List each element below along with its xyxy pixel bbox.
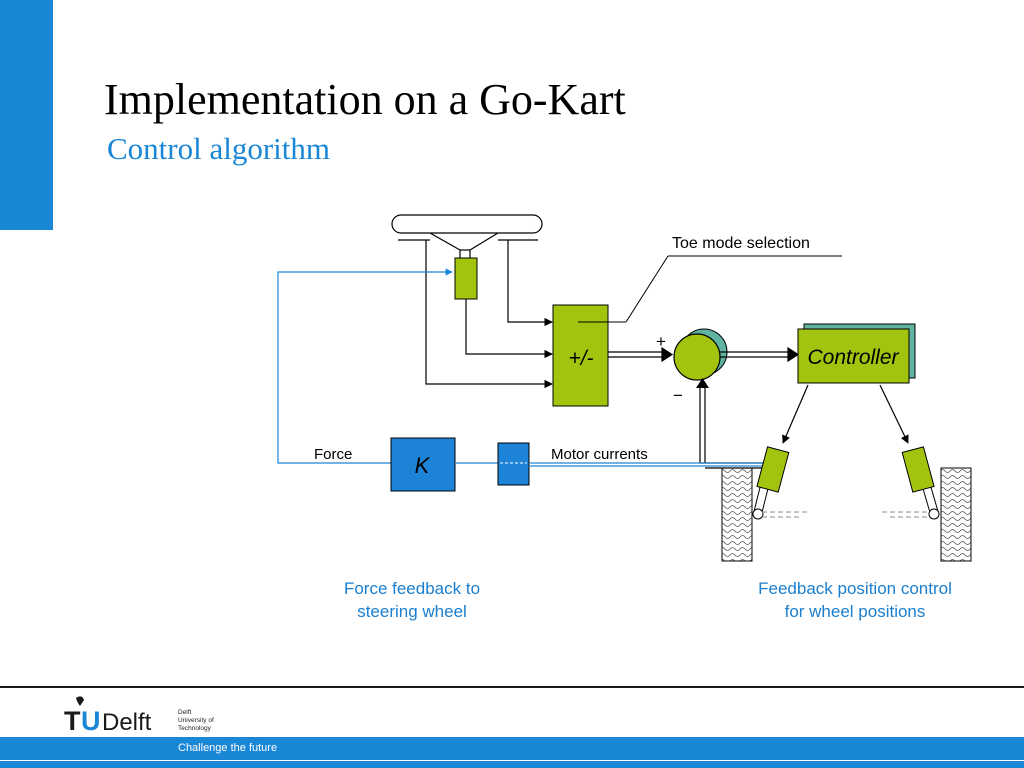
motor-currents-label: Motor currents <box>551 446 648 463</box>
toe-mode-callout <box>578 255 842 323</box>
slide-title: Implementation on a Go-Kart <box>104 75 626 124</box>
controller-to-left-actuator <box>782 384 809 444</box>
gain-label: K <box>415 453 431 478</box>
sum-inputs <box>425 240 553 389</box>
university-line-3: Technology <box>178 725 211 732</box>
gain-block <box>390 437 456 492</box>
caption-left-line-1: Force feedback to <box>343 579 481 598</box>
caption-force-feedback: Force feedback to steering wheel <box>312 577 512 623</box>
left-actuator <box>752 446 808 520</box>
sum-to-junction <box>608 346 674 363</box>
svg-text:Delft: Delft <box>102 709 152 736</box>
accent-bar <box>0 0 53 230</box>
motor-current-block <box>497 442 530 486</box>
university-line-2: University of <box>178 717 214 724</box>
left-wheel <box>721 467 753 562</box>
right-wheel <box>940 467 972 562</box>
force-feedback-loop <box>277 268 768 467</box>
footer-band <box>0 737 1024 760</box>
svg-text:U: U <box>81 706 101 736</box>
svg-text:T: T <box>64 706 81 736</box>
controller-to-right-actuator <box>879 384 909 444</box>
plus-sign: + <box>656 332 666 351</box>
summing-junction <box>673 328 728 381</box>
toe-mode-label: Toe mode selection <box>672 235 810 252</box>
controller-block <box>797 323 916 384</box>
junction-to-controller <box>720 346 800 363</box>
slide-subtitle: Control algorithm <box>107 131 331 166</box>
control-diagram: +/- Toe mode selection + − Controller <box>277 214 972 562</box>
university-line-1: Delft <box>178 709 192 716</box>
sum-block-label: +/- <box>568 347 593 370</box>
position-feedback <box>696 378 770 469</box>
force-label: Force <box>314 446 352 463</box>
footer-rule <box>0 686 1024 688</box>
right-actuator <box>882 446 940 520</box>
caption-right-line-2: for wheel positions <box>784 602 926 621</box>
caption-right-line-1: Feedback position control <box>758 579 952 598</box>
minus-sign: − <box>673 386 683 405</box>
tu-delft-logo: T U Delft <box>64 696 152 736</box>
university-name: Delft University of Technology <box>178 709 214 733</box>
slogan: Challenge the future <box>178 742 278 754</box>
footer-band-bottom <box>0 761 1024 768</box>
steering-sensor <box>454 257 478 300</box>
caption-left-line-2: steering wheel <box>357 602 467 621</box>
steering-wheel <box>391 214 543 258</box>
caption-position-control: Feedback position control for wheel posi… <box>730 577 980 623</box>
controller-label: Controller <box>807 346 899 369</box>
